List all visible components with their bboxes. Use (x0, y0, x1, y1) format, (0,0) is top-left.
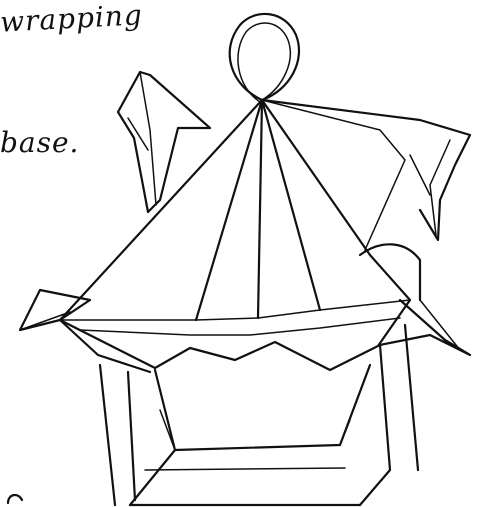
hanging-loop (230, 14, 299, 102)
left-wing-tip (20, 290, 150, 372)
right-upper-flap (262, 100, 470, 240)
left-upper-flap (118, 72, 210, 212)
corner-mark (8, 495, 22, 503)
pyramid-roof (60, 100, 410, 370)
box-body (100, 325, 418, 505)
